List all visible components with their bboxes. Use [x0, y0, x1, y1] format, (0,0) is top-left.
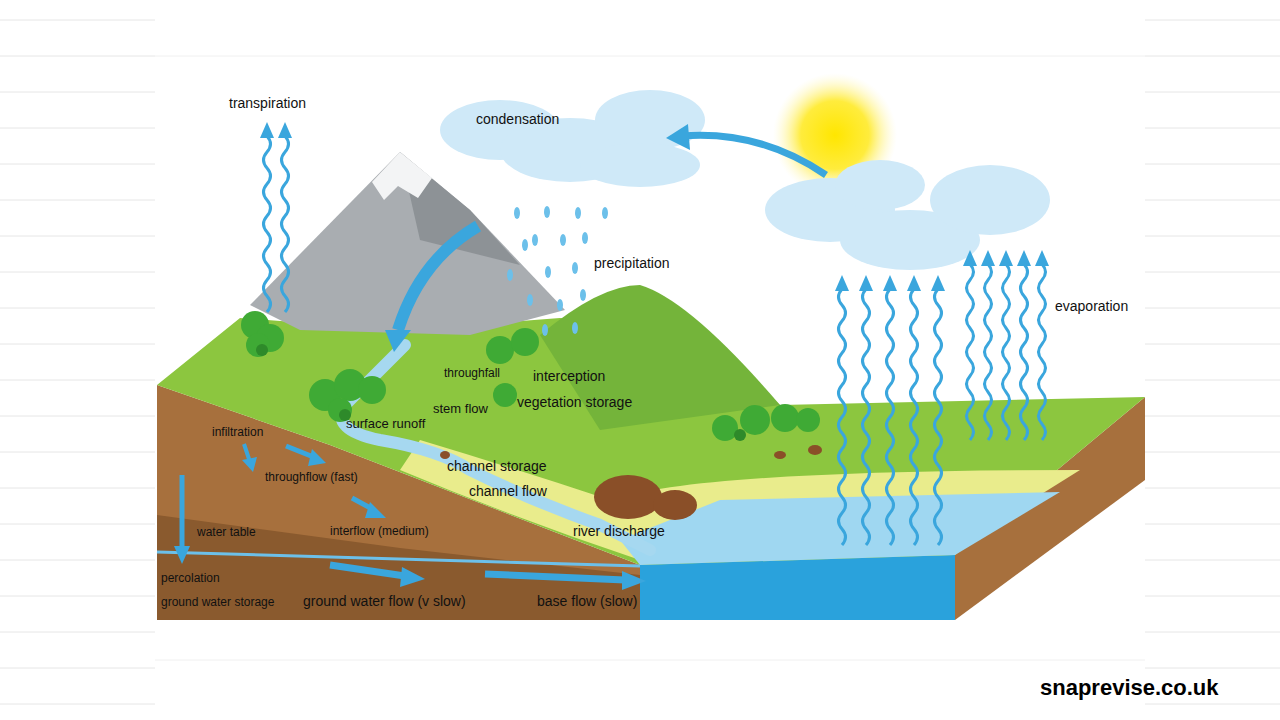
- diagram-label: evaporation: [1055, 299, 1128, 314]
- diagram-label: percolation: [161, 572, 220, 585]
- diagram-label: vegetation storage: [517, 395, 632, 410]
- subsurface-arrows: [174, 444, 646, 590]
- diagram-label: surface runoff: [346, 417, 425, 431]
- diagram-label: channel flow: [469, 484, 547, 499]
- diagram-label: interflow (medium): [330, 525, 429, 538]
- diagram-label: throughfall: [444, 367, 500, 380]
- watermark: snaprevise.co.uk: [1040, 676, 1219, 700]
- diagram-label: stem flow: [433, 402, 488, 416]
- diagram-label: ground water storage: [161, 596, 274, 609]
- vapour-arrows: [260, 122, 1049, 545]
- diagram-label: transpiration: [229, 96, 306, 111]
- diagram-label: ground water flow (v slow): [303, 594, 466, 609]
- sun-arrow: [682, 135, 826, 175]
- rocks: [440, 445, 822, 520]
- diagram-label: interception: [533, 369, 605, 384]
- trees: [241, 311, 820, 441]
- diagram-label: water table: [197, 526, 256, 539]
- runoff-arrow: [398, 226, 478, 330]
- diagram-label: throughflow (fast): [265, 471, 358, 484]
- lake-face: [640, 555, 955, 620]
- diagram-label: condensation: [476, 112, 559, 127]
- diagram-label: river discharge: [573, 524, 665, 539]
- diagram-label: precipitation: [594, 256, 670, 271]
- diagram-label: base flow (slow): [537, 594, 637, 609]
- clouds: [440, 90, 1050, 270]
- river: [342, 345, 650, 550]
- diagram-label: infiltration: [212, 426, 263, 439]
- diagram-label: channel storage: [447, 459, 547, 474]
- rain: [507, 206, 608, 336]
- water-table-line: [157, 552, 640, 566]
- mountain: [250, 152, 565, 335]
